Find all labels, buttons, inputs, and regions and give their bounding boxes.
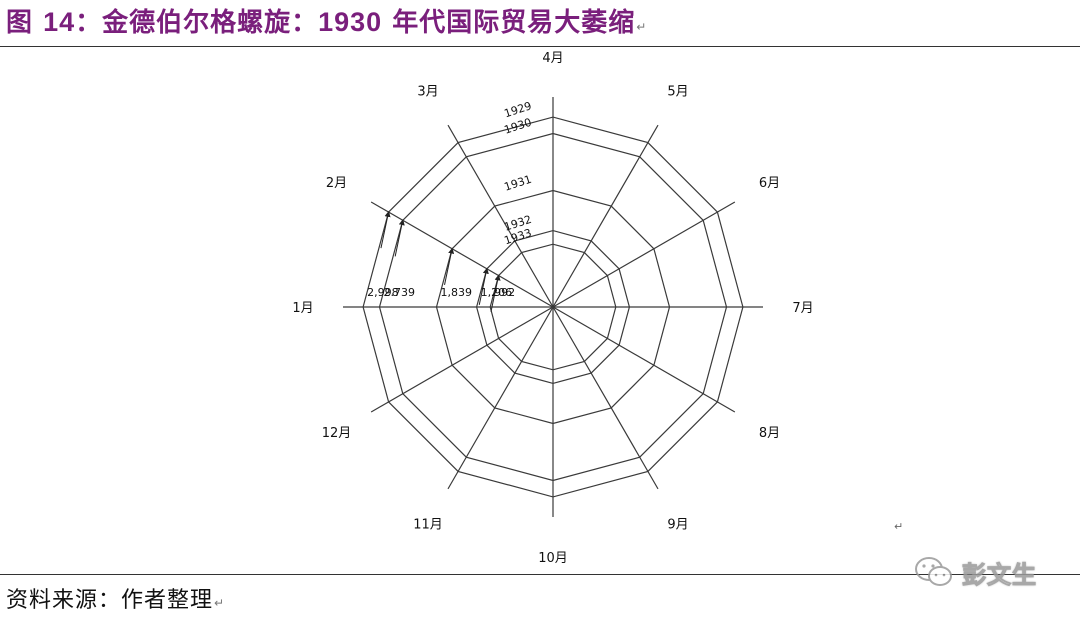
month-label-4: 4月 [542, 51, 563, 66]
arrow-1933 [490, 274, 501, 312]
figure-prefix: 图 [6, 8, 44, 38]
month-label-6: 6月 [759, 176, 780, 191]
month-label-8: 8月 [759, 426, 780, 441]
figure-title-suffix: 年代国际贸易大萎缩 [382, 8, 636, 38]
spoke-9 [552, 306, 659, 490]
month-label-3: 3月 [417, 84, 438, 99]
paragraph-mark-icon: ↵ [894, 520, 904, 533]
month-label-2: 2月 [326, 176, 347, 191]
bottom-rule [0, 574, 1080, 575]
spoke-5 [552, 124, 659, 308]
paragraph-mark-icon: ↵ [636, 20, 648, 34]
year-label-1931: 1931 [503, 173, 534, 194]
ring-1931 [435, 189, 671, 425]
value-label-1929: 2,998 [367, 286, 399, 299]
spoke-12 [370, 306, 554, 413]
figure-title-year: 1930 [318, 7, 383, 37]
month-label-1: 1月 [292, 301, 313, 316]
watermark-text: 彭文生 [962, 560, 1037, 589]
figure-number: 14 [43, 7, 76, 37]
ring-1932 [475, 229, 631, 385]
title-bar: 图 14：金德伯尔格螺旋：1930 年代国际贸易大萎缩↵ [0, 0, 1080, 44]
month-label-5: 5月 [667, 84, 688, 99]
spoke-3 [447, 124, 554, 308]
spoke-6 [552, 201, 736, 308]
month-label-11: 11月 [413, 518, 443, 533]
wechat-icon [915, 557, 952, 586]
arrow-1929 [380, 210, 391, 249]
arrow-1932 [478, 267, 489, 306]
rings-layer [362, 116, 744, 498]
spoke-8 [552, 306, 736, 413]
top-rule [0, 46, 1080, 47]
paragraph-mark-icon: ↵ [214, 596, 226, 610]
arrow-1930 [394, 219, 405, 257]
spokes-layer [343, 97, 763, 517]
figure-title: 图 14：金德伯尔格螺旋：1930 年代国际贸易大萎缩↵ [6, 2, 647, 39]
value-label-1933: 992 [494, 286, 515, 299]
month-label-12: 12月 [322, 426, 352, 441]
ring-1929 [362, 116, 744, 498]
source-note: 资料来源：作者整理↵ [6, 582, 225, 614]
ring-1930 [378, 132, 728, 482]
arrow-1931 [444, 247, 455, 285]
figure-title-main: ：金德伯尔格螺旋： [75, 8, 319, 38]
value-label-1932: 1,206 [481, 286, 513, 299]
month-label-7: 7月 [792, 301, 813, 316]
ring-1933 [489, 243, 617, 371]
value-label-1931: 1,839 [441, 286, 473, 299]
spoke-11 [447, 306, 554, 490]
month-label-10: 10月 [538, 551, 568, 566]
arrows-layer [380, 210, 501, 312]
watermark: 彭文生 [914, 552, 1037, 592]
value-label-1930: 2.739 [384, 286, 416, 299]
source-label: 资料来源：作者整理 [6, 588, 214, 613]
month-label-9: 9月 [667, 518, 688, 533]
